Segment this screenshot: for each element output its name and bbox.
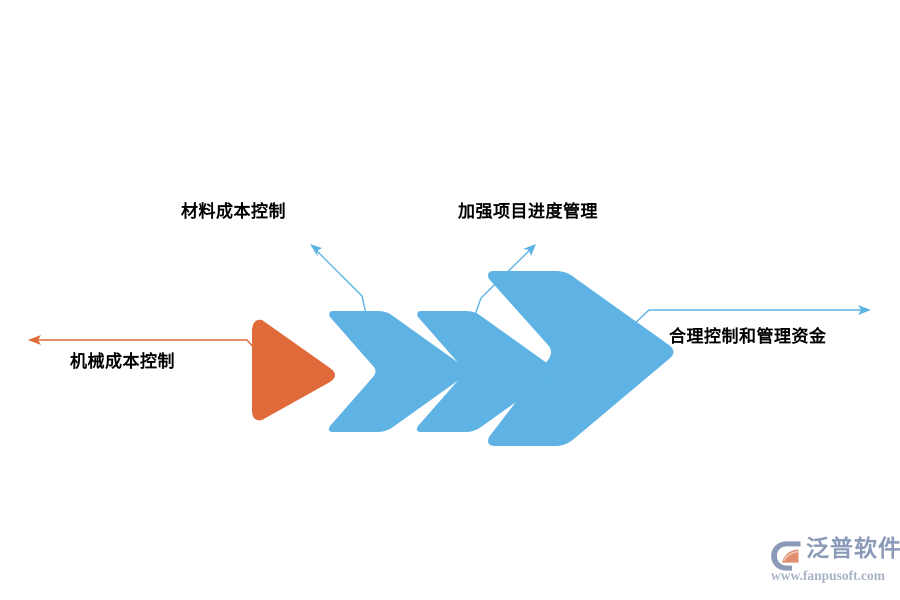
connector-project-schedule-management [473,244,536,319]
callout-label-machinery-cost-control: 机械成本控制 [70,352,175,371]
process-stage-2-chevron[interactable] [328,310,467,433]
process-stage-4-chevron[interactable] [488,270,674,447]
callout-label-project-schedule-management: 加强项目进度管理 [458,202,598,221]
watermark-website: www.fanpusoft.com [771,568,886,583]
callout-label-material-cost-control: 材料成本控制 [181,202,286,221]
connector-machinery-cost-control [28,335,264,359]
process-stage-1-triangle[interactable] [252,319,335,421]
callout-label-fund-control-management: 合理控制和管理资金 [669,327,827,346]
watermark-brand-name: 泛普软件 [806,535,900,561]
connector-fund-control-management [631,305,871,327]
stage-gap-separator [299,308,371,434]
watermark: 泛普软件 www.fanpusoft.com [770,536,900,592]
fanpu-logo-icon [771,541,801,571]
connector-material-cost-control [310,244,367,315]
process-stage-3-chevron[interactable] [416,310,555,433]
